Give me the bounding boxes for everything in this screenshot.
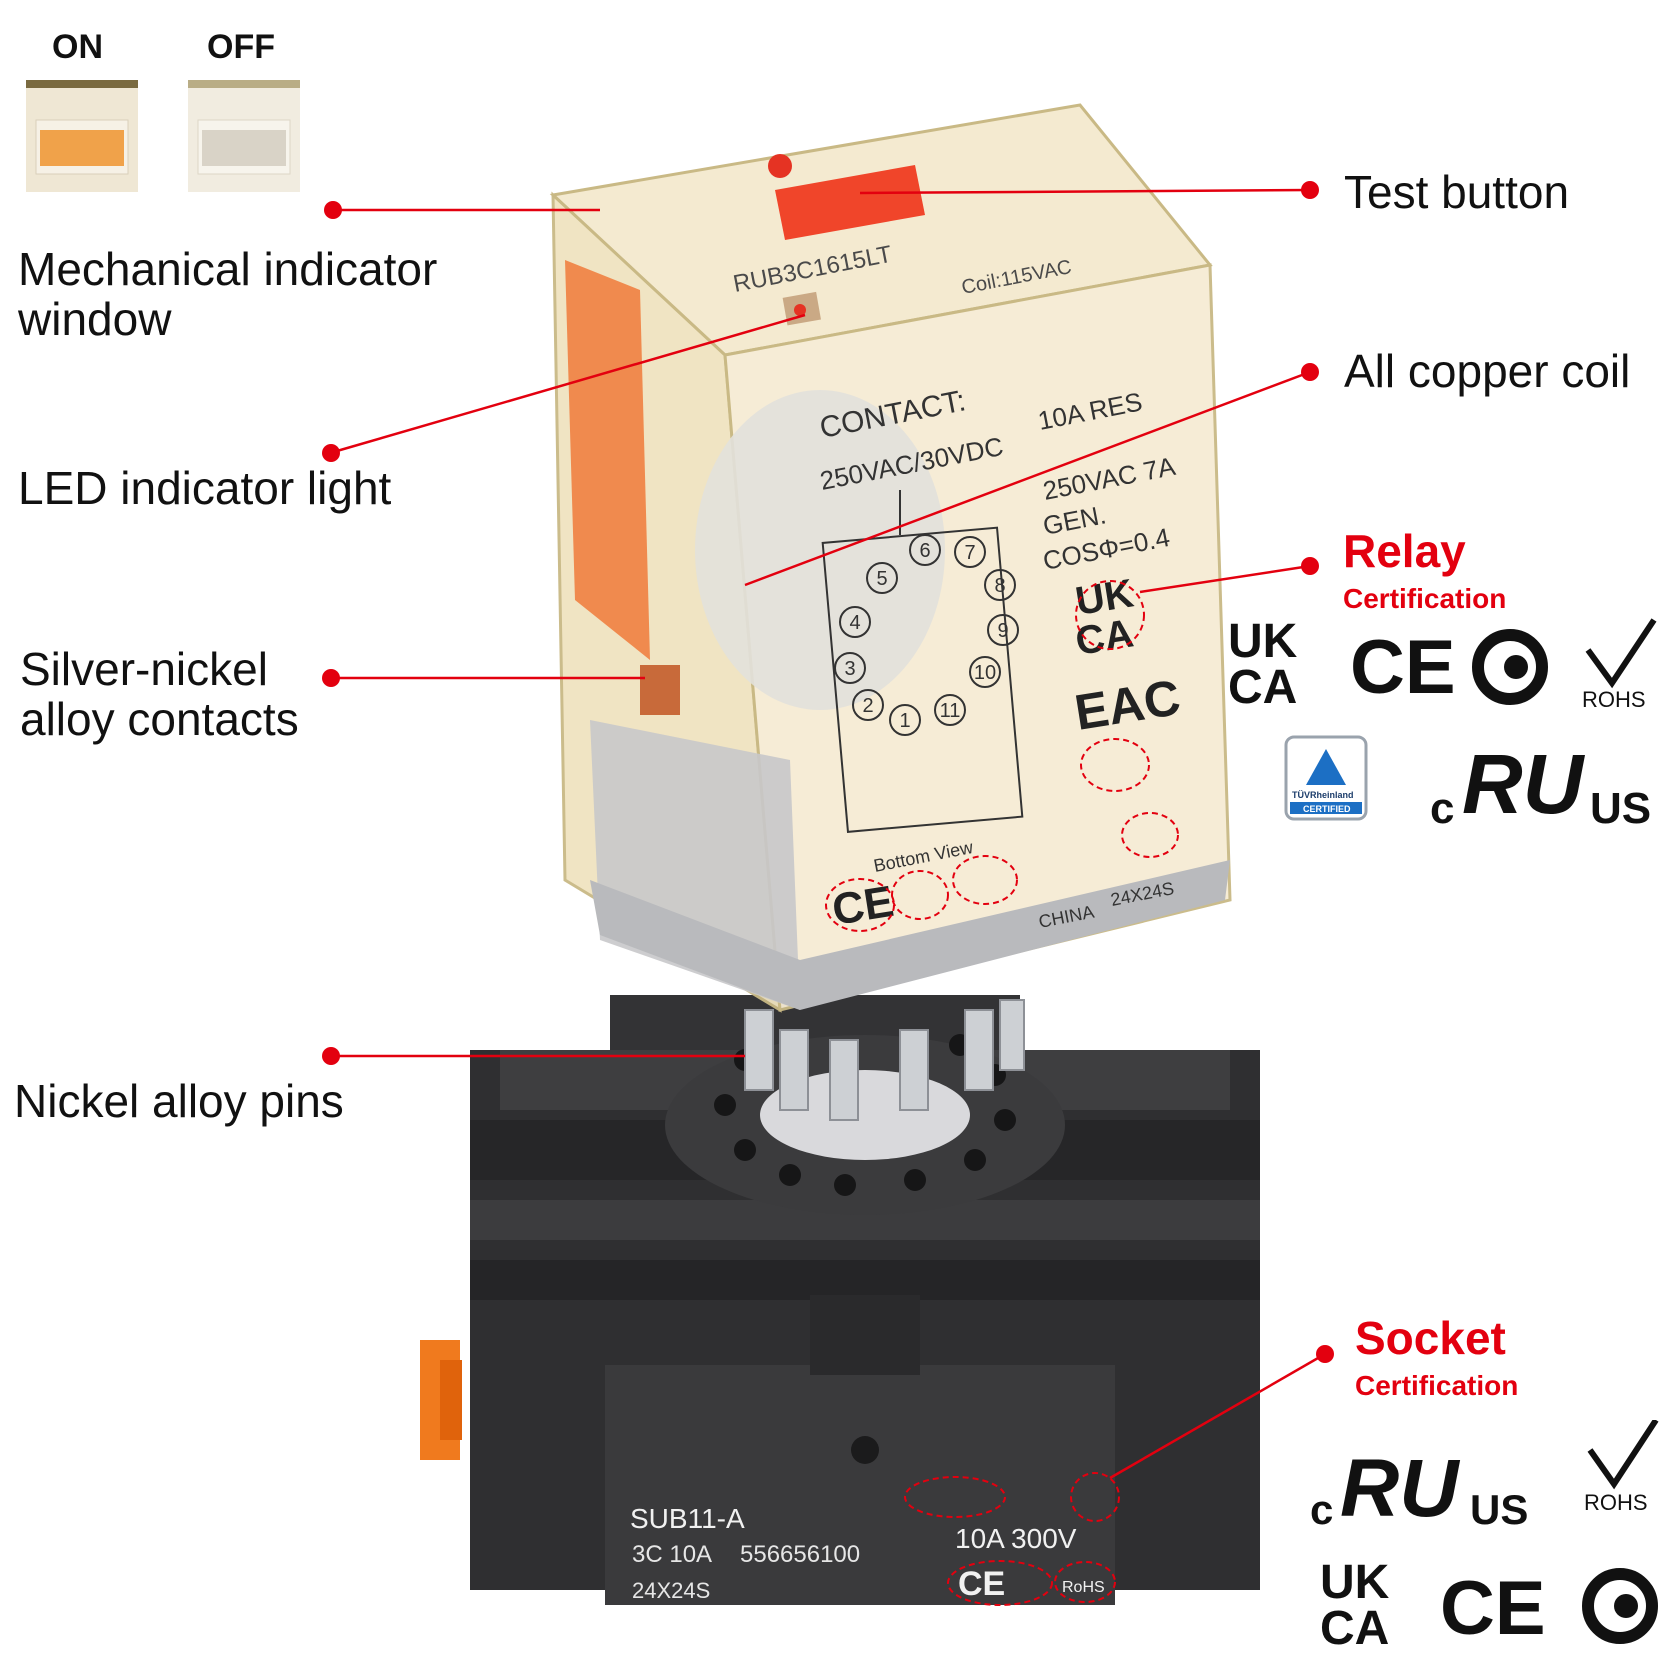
svg-text:UK: UK <box>1073 571 1137 624</box>
relay-pin-10: 10 <box>974 662 996 684</box>
socket-cert-title: Socket <box>1355 1312 1506 1364</box>
ukca-mark-uk: UK <box>1228 615 1298 668</box>
socket-rohs-check-icon <box>1587 1420 1659 1490</box>
socket-rating-text: 10A 300V <box>955 1523 1077 1554</box>
relay-cert-marks: UK CA CE ROHS TÜVRheinland CERTIFIED c R… <box>1228 615 1657 833</box>
ul-mark-us: US <box>1590 784 1651 833</box>
socket-ukca-ca: CA <box>1320 1602 1389 1655</box>
relay-pin-3: 3 <box>844 658 855 680</box>
rohs-mark: ROHS <box>1582 687 1646 712</box>
socket-cert-subtitle: Certification <box>1355 1370 1519 1401</box>
indicator-on-thumbnail <box>26 80 138 192</box>
socket-size-text: 24X24S <box>632 1578 710 1603</box>
ul-mark-c: c <box>1430 784 1454 833</box>
relay-pin-11: 11 <box>940 700 961 722</box>
socket-ul-mark-c: c <box>1310 1486 1333 1533</box>
socket-ccc-mark-icon <box>1582 1568 1658 1644</box>
callout-silver-nickel-contacts: Silver-nickel alloy contacts <box>20 643 299 745</box>
callout-nickel-alloy-pins: Nickel alloy pins <box>14 1075 344 1127</box>
indicator-off-thumbnail <box>188 80 300 192</box>
relay-body: RUB3C1615LT Coil:115VAC CONTACT: 250VAC/… <box>549 103 1232 1013</box>
callout-dot <box>324 201 342 219</box>
ce-mark: CE <box>1350 625 1456 710</box>
on-label: ON <box>52 28 103 66</box>
callout-dot <box>322 1047 340 1065</box>
relay-pin-2: 2 <box>862 695 873 717</box>
callout-mechanical-indicator-window: Mechanical indicator window <box>18 243 438 345</box>
ukca-mark-ca: CA <box>1228 661 1297 714</box>
socket-cert-marks: c RU US ROHS UK CA CE <box>1310 1420 1659 1655</box>
relay-pin-numbers <box>834 534 1019 736</box>
relay-pin-6: 6 <box>919 540 930 562</box>
relay-pin-8: 8 <box>994 575 1005 597</box>
rohs-check-icon <box>1585 618 1657 689</box>
socket-rohs-text: RoHS <box>1062 1579 1105 1596</box>
callout-led-indicator-light: LED indicator light <box>18 462 392 514</box>
off-label: OFF <box>207 28 275 66</box>
socket-code-text: 556656100 <box>740 1541 860 1568</box>
socket-ukca-uk: UK <box>1320 1556 1390 1609</box>
relay-pin-5: 5 <box>876 568 887 590</box>
socket-model-text: SUB11-A <box>630 1503 745 1534</box>
relay-pin-4: 4 <box>849 612 860 634</box>
callout-lines <box>329 188 1326 1480</box>
relay-pin-9: 9 <box>997 620 1008 642</box>
svg-text:TÜVRheinland: TÜVRheinland <box>1292 790 1354 800</box>
callout-all-copper-coil: All copper coil <box>1344 345 1631 397</box>
callout-dot <box>1316 1345 1334 1363</box>
socket-ul-mark-us: US <box>1470 1486 1528 1533</box>
relay-cert-title: Relay <box>1343 525 1466 577</box>
relay-pins <box>744 999 1025 1121</box>
callout-dot <box>1301 557 1319 575</box>
callout-test-button: Test button <box>1344 166 1570 218</box>
tuv-rheinland-mark-icon: TÜVRheinland CERTIFIED <box>1284 735 1368 821</box>
svg-text:CA: CA <box>1073 611 1137 663</box>
socket-rohs-mark: ROHS <box>1584 1490 1648 1515</box>
socket-ce-mark: CE <box>1440 1566 1546 1651</box>
relay-pin-7: 7 <box>964 542 975 564</box>
relay-cert-subtitle: Certification <box>1343 583 1507 614</box>
svg-text:CE: CE <box>829 877 897 935</box>
callout-dot <box>322 669 340 687</box>
ul-mark-ru: RU <box>1462 737 1586 831</box>
relay-pin-1: 1 <box>899 710 910 732</box>
svg-text:CERTIFIED: CERTIFIED <box>1303 804 1351 814</box>
callout-dot <box>1301 363 1319 381</box>
callout-dot <box>322 444 340 462</box>
callout-dot <box>1301 181 1319 199</box>
socket-spec-text: 3C 10A <box>632 1541 712 1568</box>
svg-text:CE: CE <box>958 1565 1005 1603</box>
socket-ul-mark-ru: RU <box>1340 1443 1460 1534</box>
ccc-mark-icon <box>1472 629 1548 705</box>
